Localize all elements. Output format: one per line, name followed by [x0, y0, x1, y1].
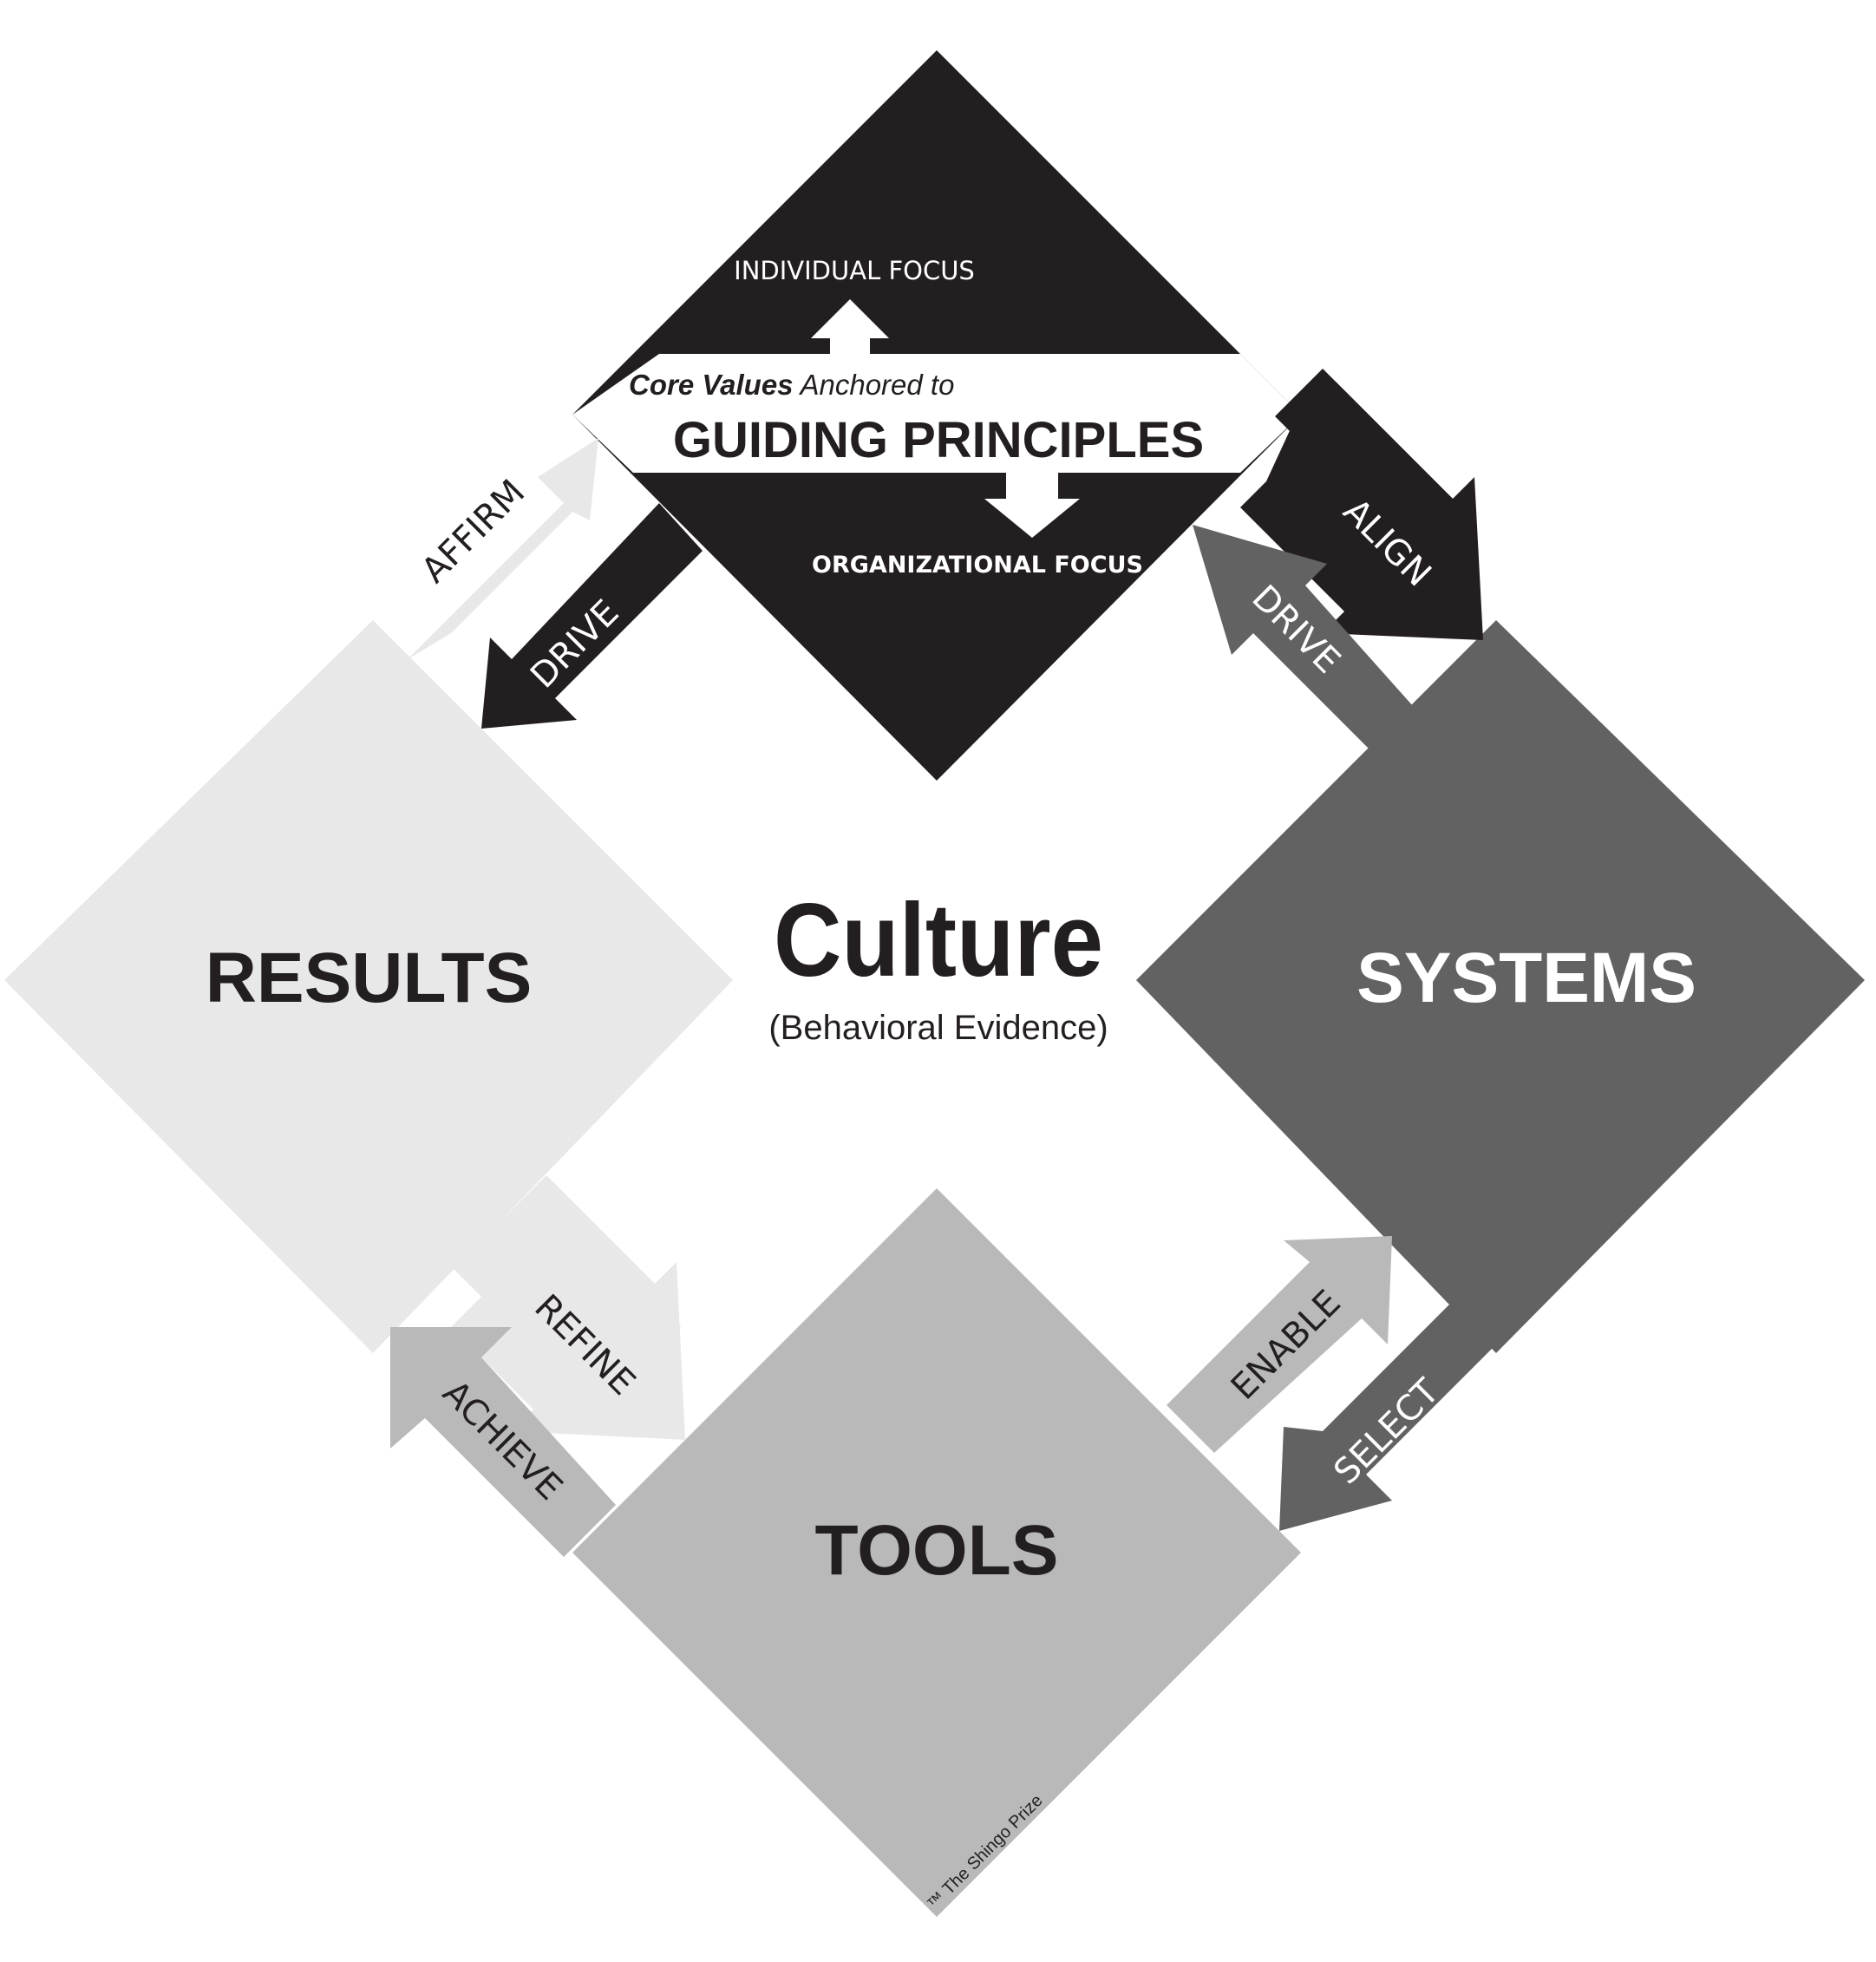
culture-subtitle: (Behavioral Evidence)	[768, 1009, 1108, 1047]
results-label: RESULTS	[206, 938, 533, 1017]
core-values-line: Core Values Anchored to	[629, 369, 954, 401]
drive-right-arrow	[1193, 525, 1414, 750]
align-arrow	[1240, 382, 1483, 640]
culture-title: Culture	[774, 882, 1103, 998]
align-arrow-body	[1275, 369, 1466, 559]
achieve-arrow	[390, 1327, 616, 1557]
guiding-principles-title: GUIDING PRINCIPLES	[673, 412, 1204, 468]
tools-diamond	[572, 1188, 1301, 1917]
systems-label: SYSTEMS	[1356, 938, 1696, 1017]
drive-left-arrow	[481, 503, 703, 729]
refine-arrow	[425, 1175, 685, 1440]
select-arrow	[1279, 1297, 1500, 1531]
organizational-focus-arrow	[984, 468, 1080, 538]
core-values-label: Core Values	[629, 369, 794, 401]
tools-label: TOOLS	[815, 1511, 1059, 1590]
enable-arrow	[1167, 1236, 1392, 1453]
guiding-principles-banner	[572, 354, 1301, 473]
results-diamond	[4, 620, 733, 1353]
organizational-focus-label: ORGANIZATIONAL FOCUS	[812, 552, 1143, 579]
affirm-arrow-shape	[408, 438, 598, 659]
anchored-to-label: Anchored to	[794, 369, 955, 401]
individual-focus-arrow-shape	[811, 299, 889, 356]
individual-focus-label: INDIVIDUAL FOCUS	[734, 256, 975, 285]
affirm-label: AFFIRM	[414, 472, 533, 591]
refine-arrow-body	[486, 1184, 681, 1379]
systems-diamond	[1136, 620, 1865, 1353]
